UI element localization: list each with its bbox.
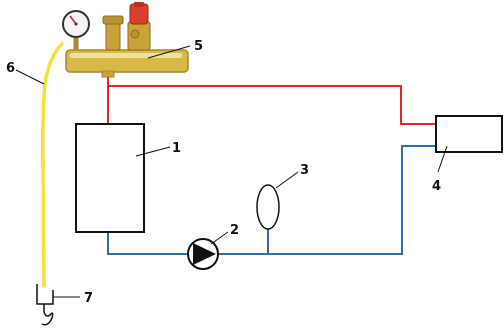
leader-line-6 (15, 69, 45, 85)
leader-line-2 (210, 231, 229, 245)
gauge-pivot (74, 22, 78, 26)
expansion-tank (256, 184, 280, 230)
return-pipe (107, 145, 436, 255)
gauge-needle (69, 15, 77, 25)
air-vent-body (105, 21, 121, 51)
radiator (435, 115, 503, 153)
air-vent-cap-icon (102, 15, 124, 25)
label-safety-group: 5 (194, 39, 203, 54)
leader-line-3 (275, 171, 299, 189)
label-fill-hose: 6 (6, 61, 15, 76)
label-radiator: 4 (432, 179, 441, 194)
label-water-tap: 7 (84, 291, 93, 306)
fill-hose (41, 42, 64, 288)
safety-group (62, 2, 189, 78)
label-boiler: 1 (172, 141, 181, 156)
leader-line-4 (437, 145, 448, 173)
label-expansion-tank: 3 (300, 163, 309, 178)
label-pump: 2 (230, 223, 239, 238)
leader-line-1 (135, 146, 171, 157)
pump-triangle-icon (193, 243, 216, 265)
boiler (75, 123, 145, 233)
hose-fitting (130, 29, 140, 39)
safety-valve-knob (134, 2, 144, 7)
manifold-highlight (70, 53, 182, 58)
tap-outlet-icon (41, 304, 54, 326)
supply-pipe (107, 72, 436, 125)
pump (187, 238, 219, 270)
manifold-outlet (101, 70, 115, 78)
leader-line-5 (147, 45, 191, 59)
water-tap (36, 284, 54, 326)
